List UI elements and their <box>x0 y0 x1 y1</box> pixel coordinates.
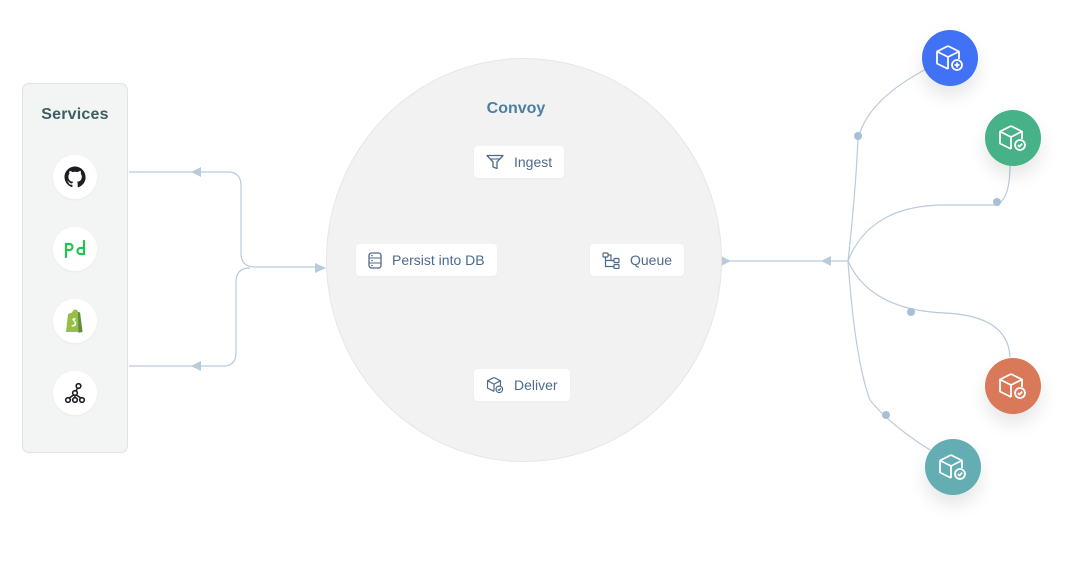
line-hub-to-teal <box>847 260 931 451</box>
line-hub-to-orange <box>847 260 1011 358</box>
package-icon <box>486 376 504 394</box>
junction-dot <box>854 132 862 140</box>
persist-label: Persist into DB <box>392 252 485 268</box>
services-title: Services <box>41 106 109 123</box>
junction-dot <box>993 198 1001 206</box>
arrow-top-left <box>191 167 201 177</box>
queue-node[interactable]: Queue <box>590 244 685 276</box>
line-hub-to-blue <box>847 66 931 262</box>
line-hub-to-green <box>847 164 1011 262</box>
package-plus-icon <box>936 45 963 71</box>
package-check-icon <box>939 454 966 480</box>
endpoint-orange[interactable] <box>985 358 1041 414</box>
package-check-icon <box>999 125 1026 151</box>
endpoint-blue[interactable] <box>922 30 978 86</box>
arrow-out-of-queue <box>721 256 731 266</box>
github-icon[interactable] <box>53 155 97 199</box>
pagerduty-icon[interactable] <box>53 227 97 271</box>
deliver-node[interactable]: Deliver <box>474 369 570 401</box>
endpoint-green[interactable] <box>985 110 1041 166</box>
package-check-icon <box>999 373 1026 399</box>
arrow-bottom-left <box>191 361 201 371</box>
deliver-label: Deliver <box>514 377 558 393</box>
funnel-icon <box>486 154 504 170</box>
shopify-icon[interactable] <box>53 299 97 343</box>
database-icon <box>368 251 382 269</box>
services-panel: Services <box>22 83 128 453</box>
convoy-title: Convoy <box>486 100 546 117</box>
service-line-top <box>129 171 320 268</box>
arrow-from-hub <box>821 256 831 266</box>
junction-dot <box>907 308 915 316</box>
queue-label: Queue <box>630 252 673 268</box>
ingest-label: Ingest <box>514 154 553 170</box>
persist-node[interactable]: Persist into DB <box>356 244 497 276</box>
hierarchy-icon <box>602 251 620 269</box>
arrow-into-convoy <box>315 263 326 273</box>
segment-nodes-icon[interactable] <box>53 371 97 415</box>
service-line-bottom <box>129 267 251 367</box>
ingest-node[interactable]: Ingest <box>474 146 565 178</box>
endpoint-teal[interactable] <box>925 439 981 495</box>
junction-dot <box>882 411 890 419</box>
